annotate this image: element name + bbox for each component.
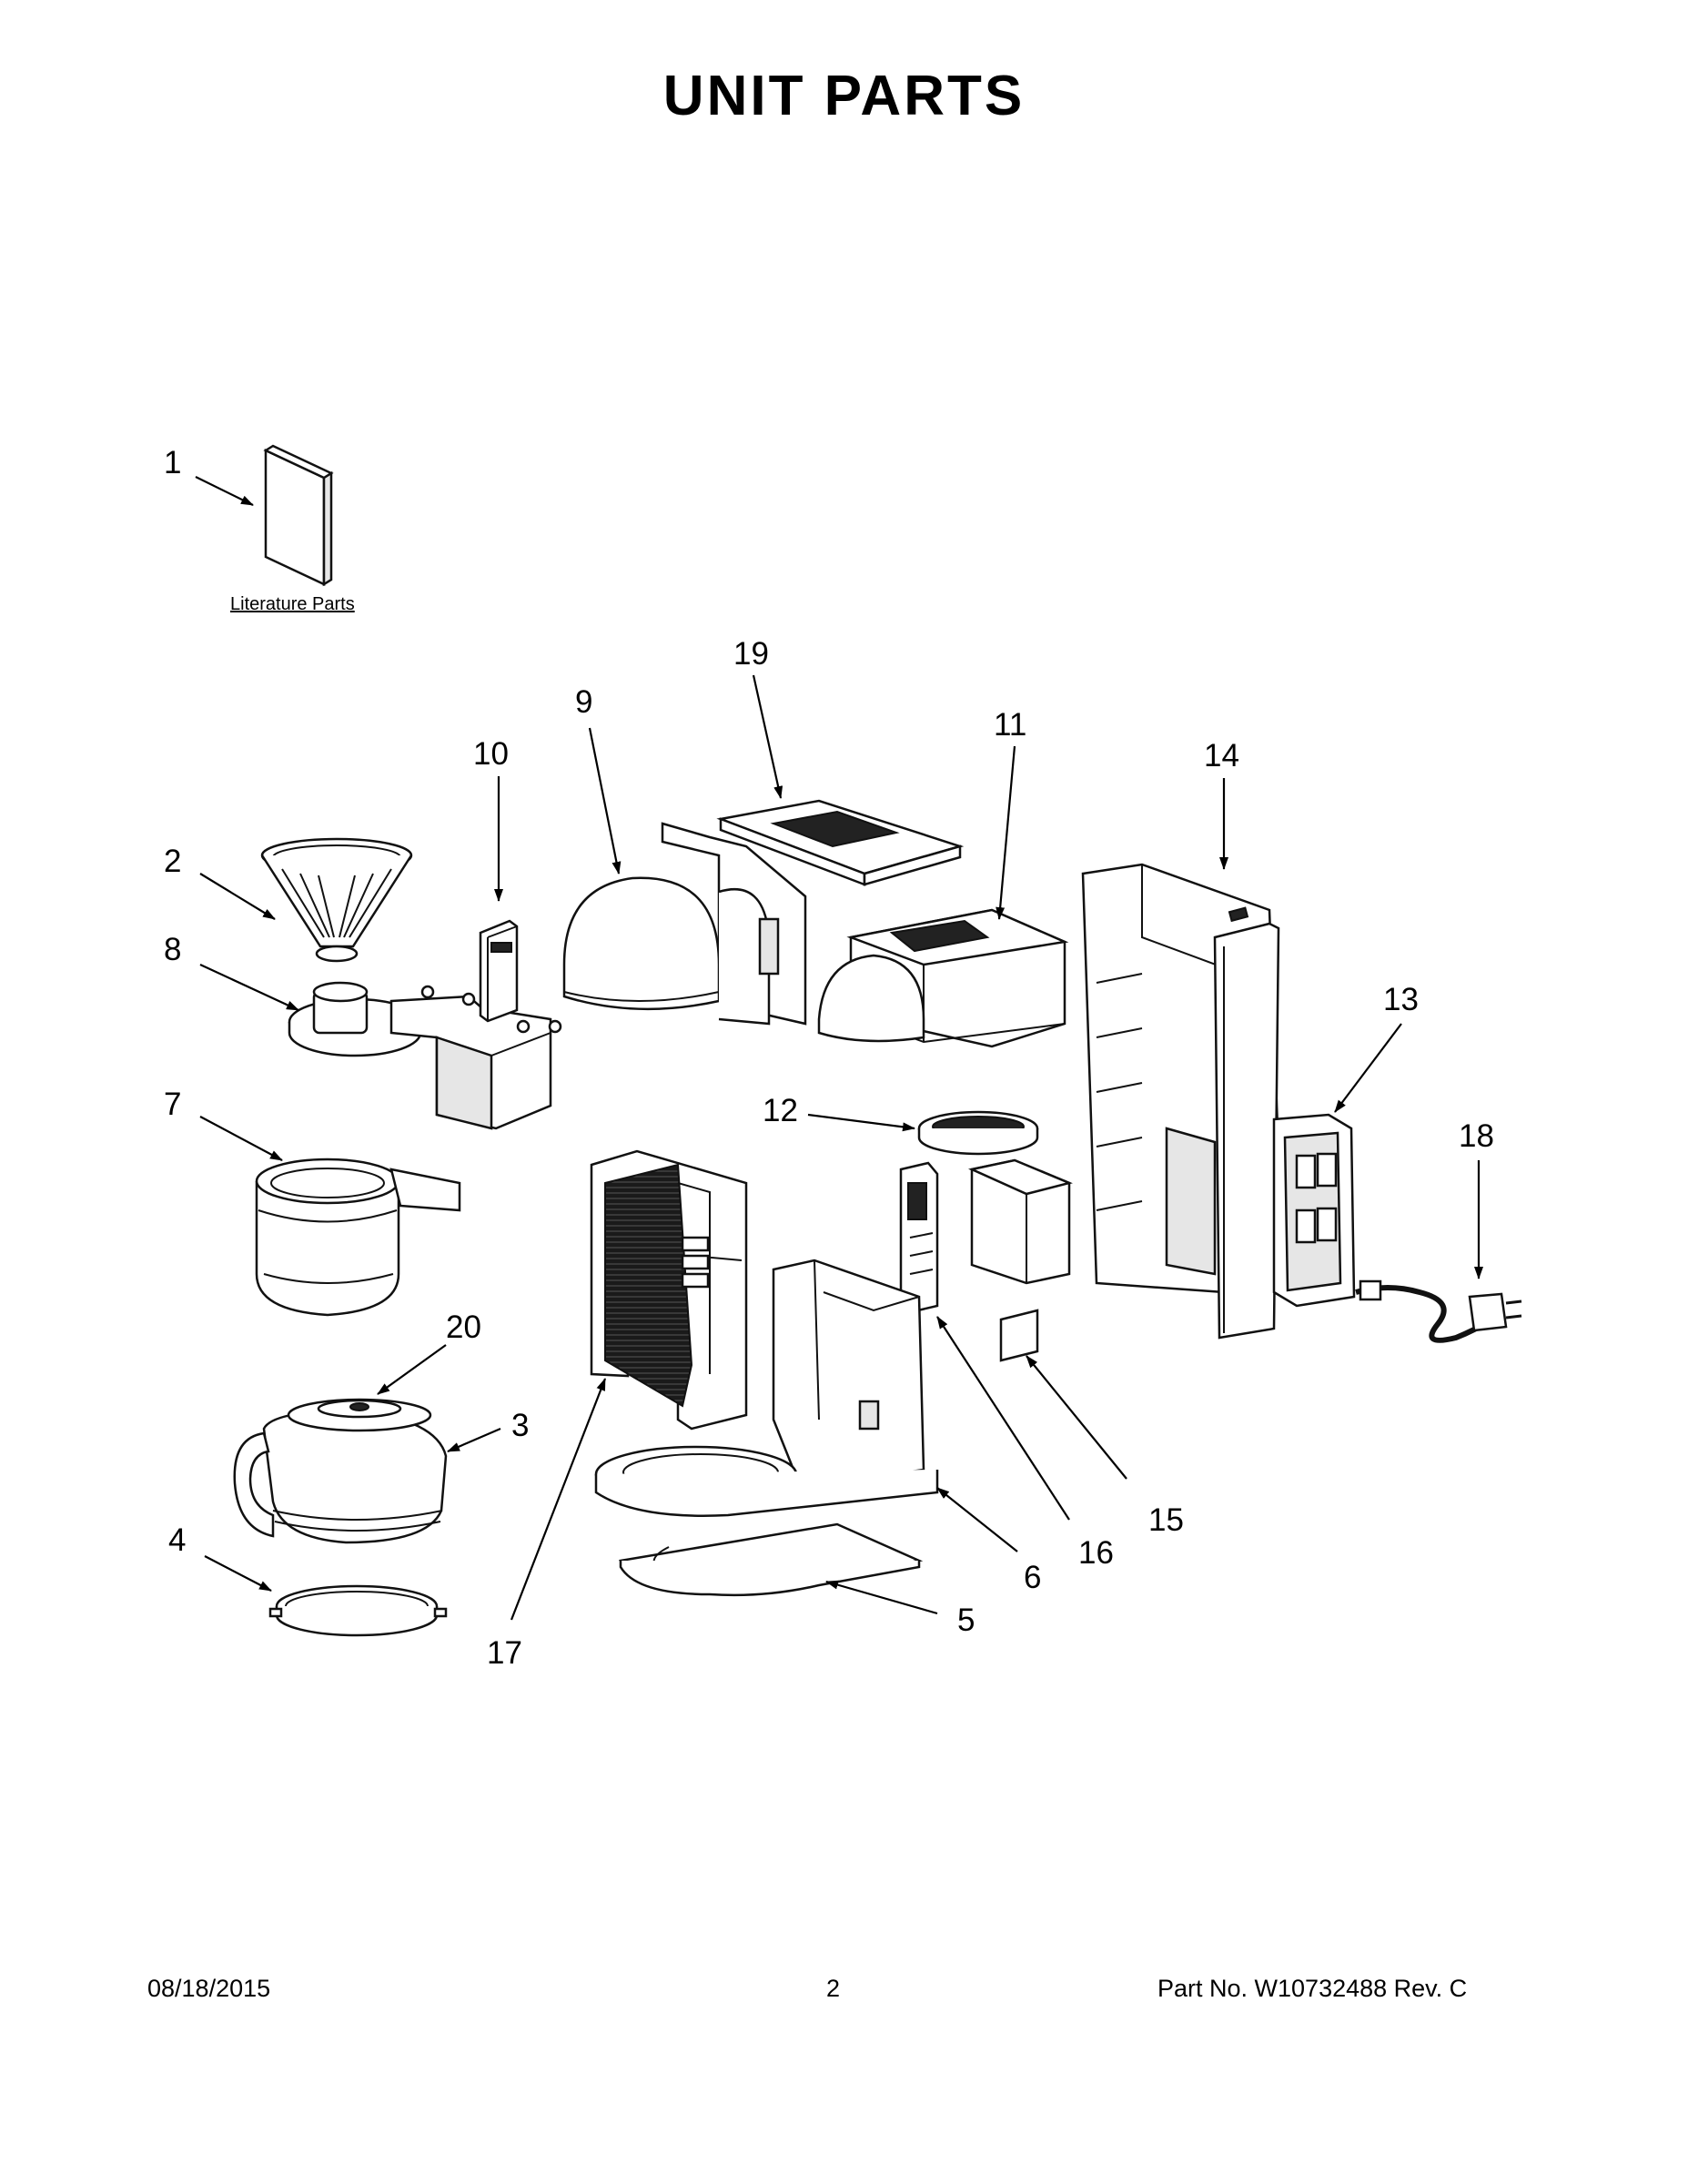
part-16-display-board — [899, 1161, 939, 1314]
callout-16: 16 — [1078, 1535, 1114, 1571]
arrow-8 — [199, 964, 299, 1011]
part-5-bottom-plate — [618, 1522, 924, 1597]
part-9-reservoir-housing — [562, 822, 807, 1026]
part-12-heater-plate — [917, 1110, 1039, 1156]
arrow-13 — [1334, 1023, 1402, 1113]
arrow-7 — [199, 1116, 283, 1161]
arrow-11 — [996, 745, 1016, 920]
callout-2: 2 — [164, 844, 181, 879]
callout-numbers: 1 2 3 4 5 6 7 8 9 10 11 12 13 14 15 16 1… — [164, 445, 1494, 1671]
arrow-2 — [199, 873, 276, 920]
footer-page-number: 2 — [826, 1975, 841, 2002]
part-17-front-panel — [590, 1149, 748, 1431]
arrow-16 — [936, 1316, 1070, 1521]
part-7-brew-basket-holder — [255, 1158, 461, 1317]
part-1-literature-booklet — [263, 444, 334, 587]
callout-19: 19 — [733, 636, 769, 672]
part-10-switch-module — [479, 919, 519, 1023]
arrow-3 — [447, 1427, 501, 1453]
callout-18: 18 — [1459, 1118, 1494, 1154]
arrow-1 — [195, 476, 254, 506]
page-title: UNIT PARTS — [662, 65, 1026, 127]
part-13-control-board — [1272, 1113, 1356, 1308]
part-2-filter-basket — [260, 837, 413, 963]
callout-9: 9 — [575, 684, 592, 720]
part-8-shower-head-assembly — [288, 981, 562, 1130]
arrow-9 — [588, 727, 622, 875]
part-6-base — [594, 1259, 939, 1517]
part-11-heater-tank — [817, 908, 1069, 1048]
callout-7: 7 — [164, 1087, 181, 1122]
part-15-transformer — [968, 1158, 1073, 1362]
part-14-rear-housing — [1081, 863, 1285, 1340]
footer-part-number: Part No. W10732488 Rev. C — [1157, 1975, 1468, 2002]
callout-10: 10 — [473, 736, 509, 772]
callout-20: 20 — [446, 1309, 481, 1345]
callout-6: 6 — [1024, 1560, 1041, 1595]
arrow-5 — [825, 1580, 938, 1615]
arrow-17 — [510, 1378, 607, 1621]
callout-14: 14 — [1204, 738, 1239, 774]
callout-15: 15 — [1148, 1502, 1184, 1538]
callout-3: 3 — [511, 1408, 529, 1443]
part-20-carafe-lid — [287, 1398, 432, 1432]
arrow-20 — [377, 1344, 447, 1395]
callout-4: 4 — [168, 1522, 186, 1558]
arrow-15 — [1026, 1355, 1127, 1480]
callout-13: 13 — [1383, 982, 1419, 1017]
part-4-warming-plate-ring — [268, 1584, 448, 1637]
leader-arrows — [195, 476, 1483, 1621]
callout-17: 17 — [487, 1635, 522, 1671]
callout-5: 5 — [957, 1603, 975, 1638]
footer-date: 08/18/2015 — [147, 1975, 271, 2002]
literature-parts-label: Literature Parts — [230, 594, 355, 614]
part-3-carafe — [233, 1409, 448, 1544]
callout-12: 12 — [763, 1093, 798, 1128]
arrow-12 — [807, 1113, 915, 1132]
callout-11: 11 — [994, 707, 1026, 743]
part-18-power-cord — [1355, 1279, 1522, 1343]
arrow-19 — [752, 674, 783, 799]
arrow-4 — [204, 1555, 272, 1592]
callout-8: 8 — [164, 932, 181, 967]
arrow-6 — [936, 1487, 1018, 1552]
callout-1: 1 — [164, 445, 181, 480]
part-19-reservoir-lid — [716, 799, 965, 886]
